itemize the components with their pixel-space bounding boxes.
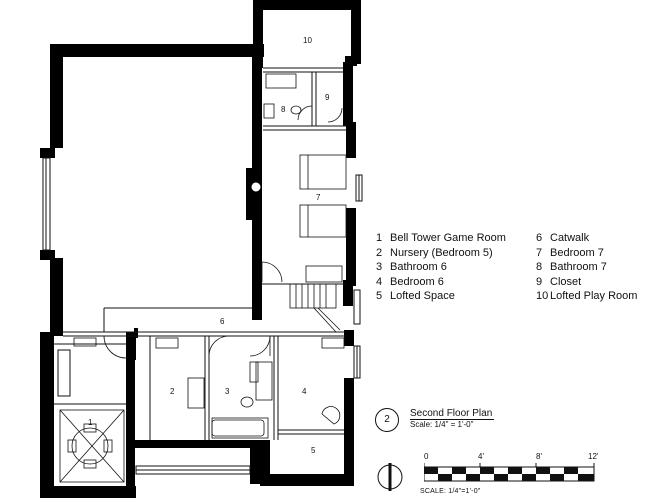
room-label-3: 3 [225, 387, 230, 396]
room-label-7: 7 [316, 193, 321, 202]
room-label-1: 1 [88, 418, 93, 427]
scale-caption: SCALE: 1/4"=1'-0" [420, 488, 481, 495]
room-label-6: 6 [220, 317, 225, 326]
scale-tick-label: 0 [424, 452, 429, 461]
drawing-number-circle: 2 [375, 408, 399, 432]
drawing-title: Second Floor Plan [410, 408, 495, 420]
exterior-walls [40, 0, 361, 498]
room-label-10: 10 [303, 36, 312, 45]
room-label-8: 8 [281, 105, 286, 114]
drawing-title-block: 2 Second Floor Plan Scale: 1/4" = 1'-0" [375, 408, 535, 436]
stair [289, 283, 341, 333]
furniture [59, 73, 347, 483]
drawing-scale-note: Scale: 1/4" = 1'-0" [410, 420, 474, 429]
room-label-9: 9 [325, 93, 330, 102]
room-label-2: 2 [170, 387, 175, 396]
north-arrow-icon [377, 463, 403, 491]
scale-tick-label: 4' [478, 452, 484, 461]
interior-walls [42, 67, 363, 475]
scale-tick-label: 12' [588, 452, 599, 461]
door-swings [103, 105, 343, 359]
graphic-scale-bar: 0 4' 8' 12' SCALE: 1/4"=1'-0" [420, 452, 600, 498]
scale-bar-graphic [424, 463, 595, 482]
room-label-5: 5 [311, 446, 316, 455]
scale-tick-label: 8' [536, 452, 542, 461]
room-numbers: 1 2 3 4 5 6 7 8 9 10 [88, 36, 330, 455]
room-label-4: 4 [302, 387, 307, 396]
